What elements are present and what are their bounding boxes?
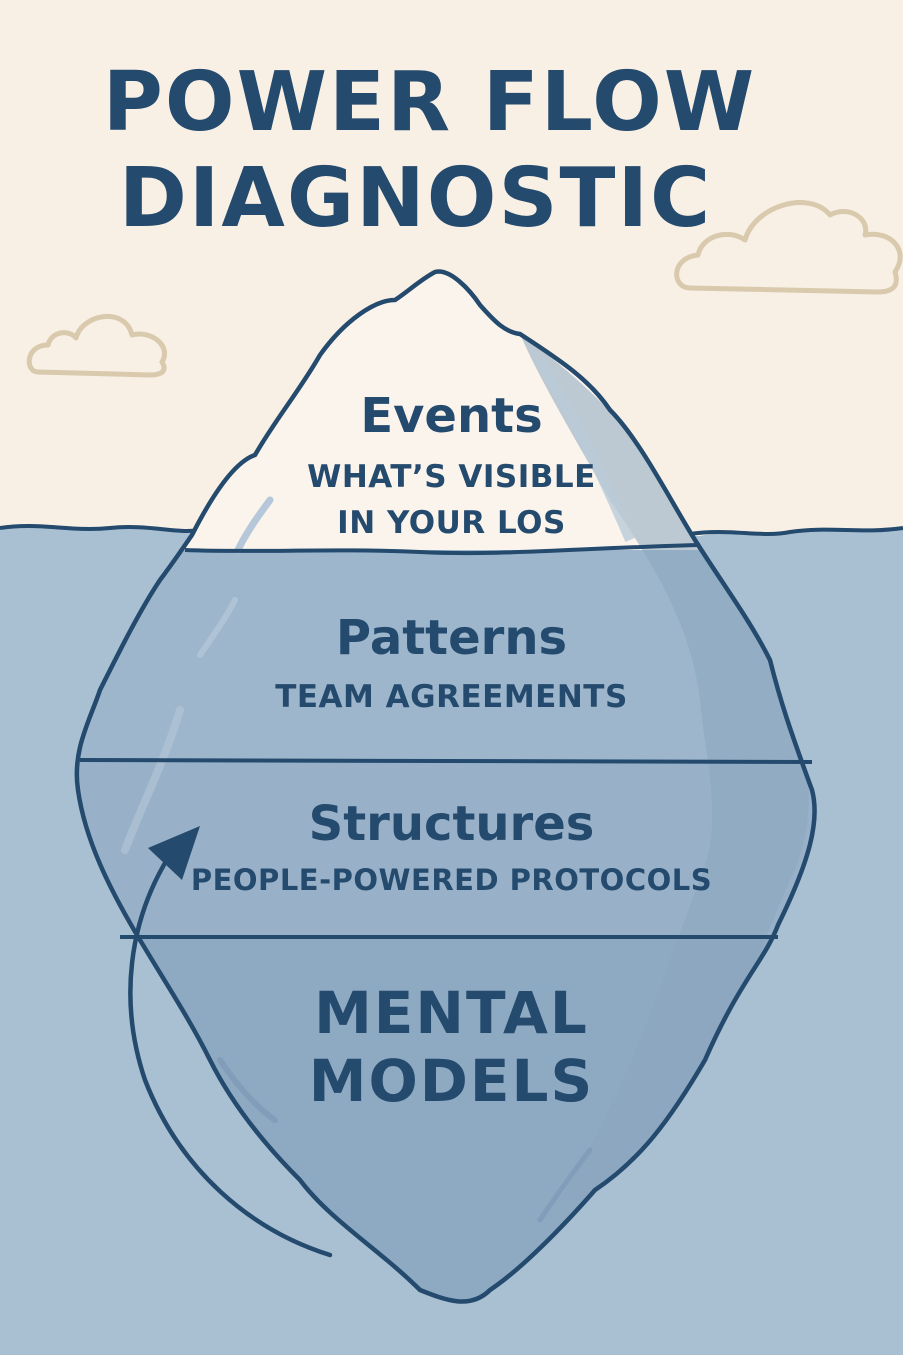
- mental-models-title-line-2: MODELS: [308, 1047, 595, 1115]
- waterline-right: [689, 526, 903, 536]
- events-layer-subtitle-line-2: IN YOUR LOS: [337, 505, 566, 541]
- structures-layer-title: Structures: [308, 796, 595, 852]
- patterns-layer-subtitle: TEAM AGREEMENTS: [275, 679, 628, 715]
- waterline-left: [0, 524, 201, 533]
- patterns-layer-title: Patterns: [335, 610, 568, 666]
- cloud-icon: [26, 314, 167, 378]
- structures-layer-subtitle: PEOPLE-POWERED PROTOCOLS: [190, 863, 713, 897]
- page-title-line-1: POWER FLOW: [102, 55, 757, 150]
- events-layer-subtitle-line-1: WHAT’S VISIBLE: [307, 459, 596, 495]
- curved-arrow-icon: [128, 826, 333, 1258]
- mental-models-title-line-1: MENTAL: [314, 979, 589, 1047]
- cloud-icon: [674, 200, 903, 295]
- events-layer-title: Events: [360, 388, 543, 444]
- page-title-line-2: DIAGNOSTIC: [118, 151, 713, 246]
